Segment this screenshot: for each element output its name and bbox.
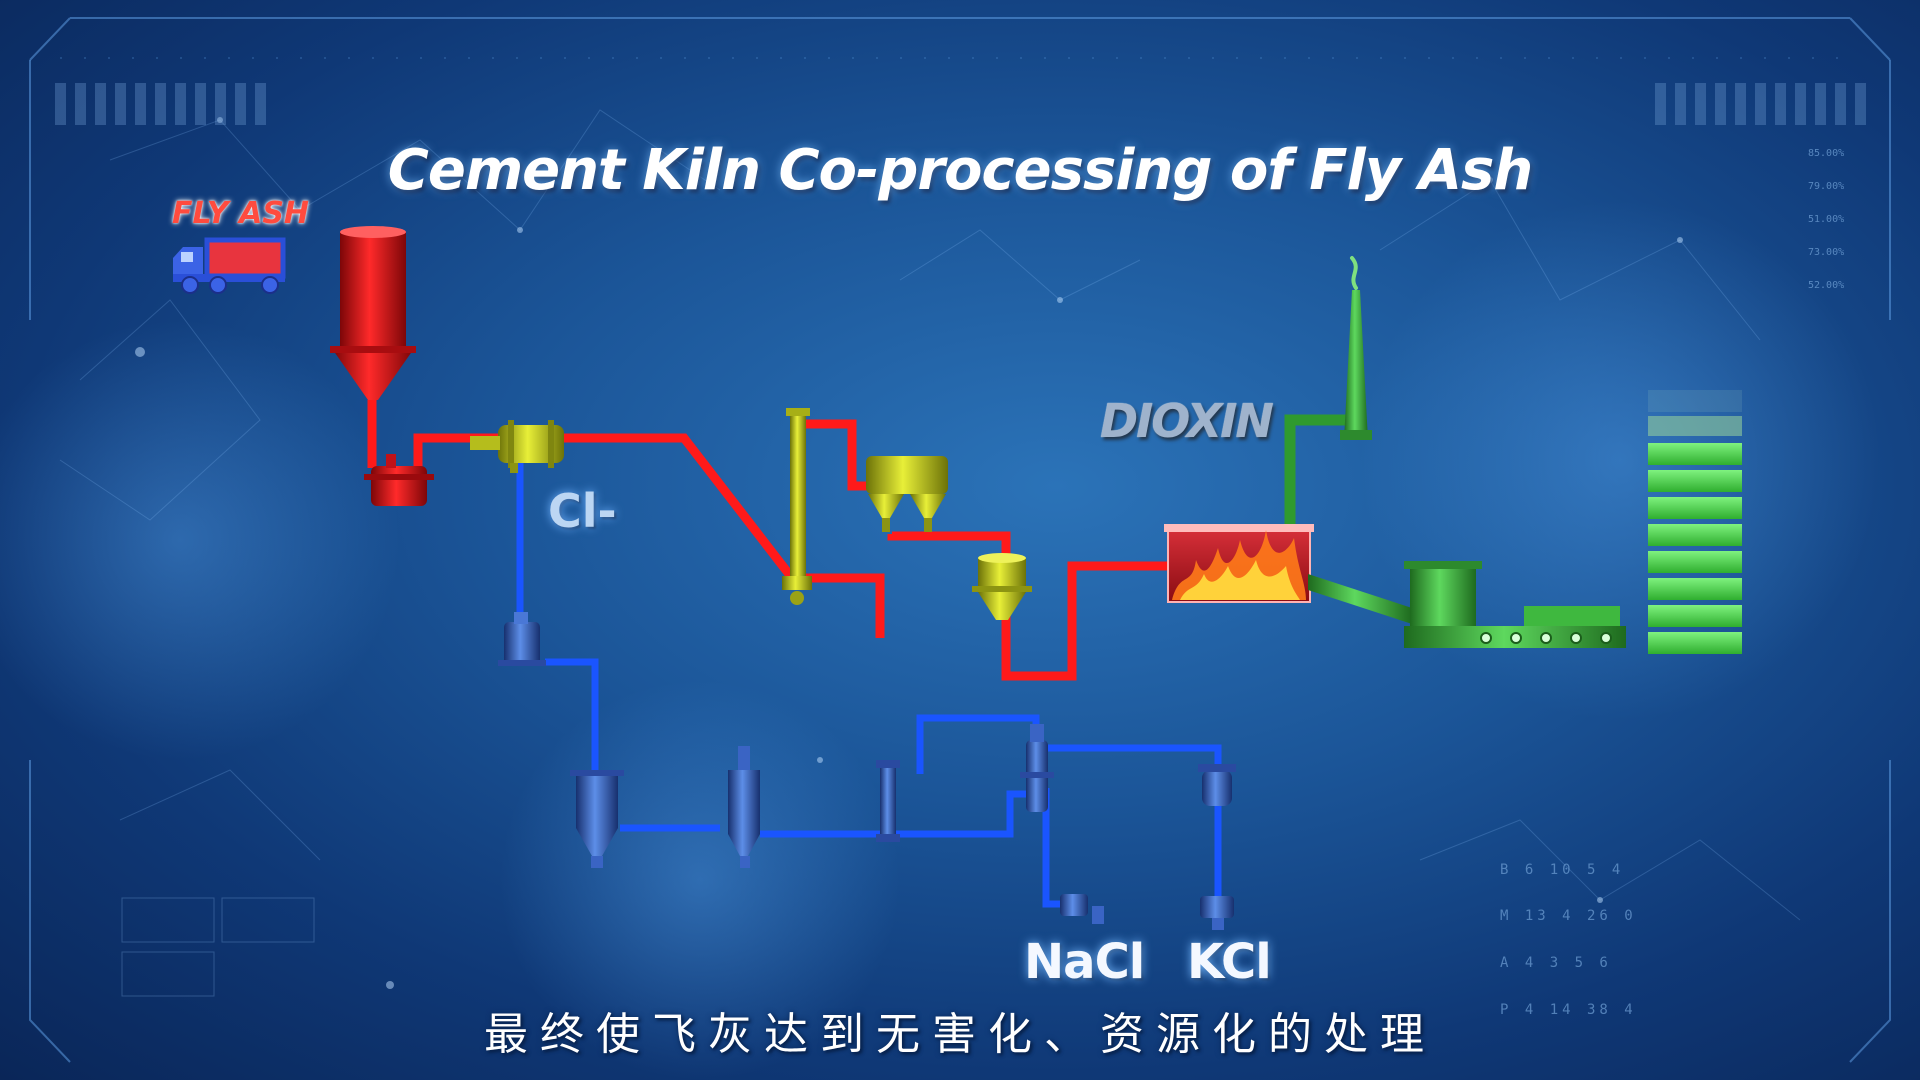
hud-panels <box>121 897 315 997</box>
hud-grid-row-1: B 6 10 5 4 <box>1500 862 1625 878</box>
chloride-label: Cl- <box>548 484 617 538</box>
hud-frame <box>29 17 1891 1063</box>
hud-percent-4: 73.00% <box>1808 247 1845 258</box>
hud-percent-5: 52.00% <box>1808 280 1845 291</box>
truck-icon <box>173 237 286 294</box>
storage-bin <box>866 456 948 532</box>
page-title: Cement Kiln Co-processing of Fly Ash <box>387 138 1533 203</box>
kcl-label: KCl <box>1187 934 1272 990</box>
subtitle-caption: 最终使飞灰达到无害化、资源化的处理 <box>484 1009 1436 1060</box>
nacl-label: NaCl <box>1024 934 1145 990</box>
crystallizer-kcl <box>1200 896 1234 930</box>
settling-tank-1 <box>570 770 624 868</box>
mixer-unit <box>364 454 434 506</box>
hud-percent-3: 51.00% <box>1808 214 1845 225</box>
hud-percent-1: 85.00% <box>1808 148 1845 159</box>
dioxin-label: DIOXIN <box>1100 394 1274 448</box>
washing-tank-1 <box>498 612 546 666</box>
evaporator-1 <box>1020 724 1054 812</box>
settling-tank-2 <box>728 746 760 868</box>
cement-product-stack <box>1648 390 1742 654</box>
fly-ash-silo <box>330 226 416 400</box>
hud-bars-right <box>1655 83 1866 125</box>
hud-bars-left <box>55 83 266 125</box>
hud-grid-row-2: M 13 4 26 0 <box>1500 908 1637 924</box>
chimney-icon <box>1340 256 1372 440</box>
bucket-elevator <box>782 408 812 605</box>
clinker-cooler <box>1308 561 1626 648</box>
raw-material-line <box>367 400 1170 681</box>
hud-grid-row-4: P 4 14 38 4 <box>1500 1002 1637 1018</box>
evaporator-2 <box>1198 764 1236 806</box>
hud-percent-2: 79.00% <box>1808 181 1845 192</box>
exhaust-line <box>1284 414 1352 528</box>
dryer-unit <box>470 420 564 473</box>
fly-ash-label: FLY ASH <box>172 196 310 231</box>
filter-unit <box>876 760 900 842</box>
crystallizer-nacl <box>1060 894 1104 924</box>
hud-grid-row-3: A 4 3 5 6 <box>1500 955 1612 971</box>
feed-hopper <box>972 553 1032 620</box>
flame-icon <box>1172 530 1306 600</box>
